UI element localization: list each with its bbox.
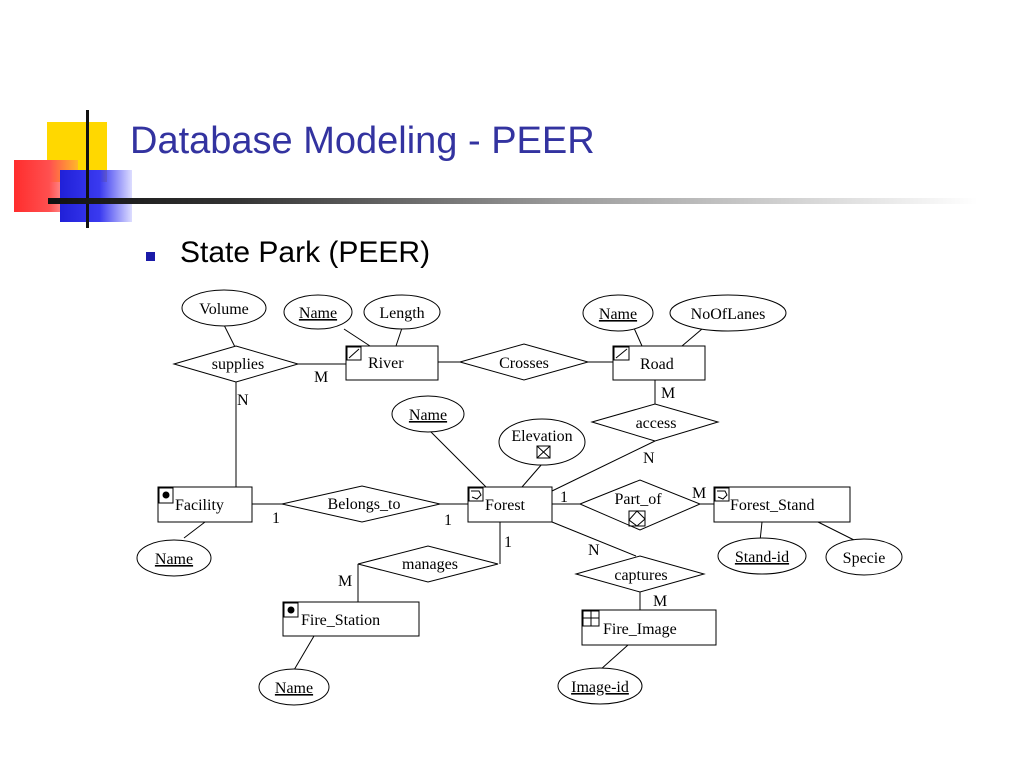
attribute-length-label: Length (379, 305, 424, 322)
attribute-no-of-lanes: NoOfLanes (669, 294, 787, 332)
attribute-elevation-label: Elevation (511, 428, 572, 445)
line-volume-supplies (223, 324, 237, 350)
polygon-icon (714, 487, 730, 502)
attribute-image-id-label: Image-id (571, 679, 629, 696)
line-access-forest (551, 440, 656, 492)
attribute-length: Length (363, 294, 441, 330)
entity-forest: Forest (467, 486, 553, 523)
raster-field-icon (536, 445, 551, 459)
attribute-volume-label: Volume (199, 301, 248, 318)
attribute-river-name-label: Name (299, 305, 337, 322)
attribute-stand-id: Stand-id (717, 537, 807, 575)
cardinality-supplies-facility: N (237, 392, 249, 409)
polygon-icon (468, 487, 484, 502)
cardinality-road-access: M (661, 385, 675, 402)
relationship-crosses: Crosses (458, 343, 590, 381)
cardinality-access-forest: N (643, 450, 655, 467)
entity-fire-image-label: Fire_Image (603, 621, 677, 638)
grid-icon (582, 610, 600, 627)
cardinality-captures-image: M (653, 593, 667, 610)
decor-blue-square (60, 170, 132, 222)
entity-forest-stand: Forest_Stand (713, 486, 851, 523)
entity-forest-stand-label: Forest_Stand (730, 497, 814, 514)
attribute-fire-station-name: Name (258, 668, 330, 706)
line-specie-stand (817, 521, 855, 541)
attribute-no-of-lanes-label: NoOfLanes (691, 306, 766, 323)
attribute-forest-name-label: Name (409, 407, 447, 424)
attribute-facility-name-label: Name (155, 551, 193, 568)
relationship-belongs-to-label: Belongs_to (328, 496, 401, 513)
bullet-text: State Park (PEER) (180, 236, 431, 269)
point-icon (158, 487, 174, 504)
entity-fire-station: Fire_Station (282, 601, 420, 637)
relationship-part-of: Part_of (578, 479, 702, 531)
line-elevation-forest (521, 463, 543, 488)
entity-fire-station-label: Fire_Station (301, 612, 380, 629)
entity-road-label: Road (640, 356, 674, 373)
entity-river: River (345, 345, 439, 381)
attribute-specie-label: Specie (843, 550, 886, 567)
attribute-image-id: Image-id (557, 667, 643, 705)
entity-facility: Facility (157, 486, 253, 523)
attribute-fire-station-name-label: Name (275, 680, 313, 697)
decor-title-underline (48, 198, 978, 204)
relationship-captures-label: captures (614, 567, 667, 584)
relationship-belongs-to: Belongs_to (281, 485, 441, 523)
line-forest-captures (551, 521, 637, 557)
relationship-manages: manages (357, 545, 499, 583)
attribute-road-name: Name (582, 294, 654, 332)
decor-vertical-line (86, 110, 89, 228)
relationship-captures: captures (574, 555, 706, 593)
attribute-facility-name: Name (136, 539, 212, 577)
relationship-manages-label: manages (402, 556, 458, 573)
connectors (183, 324, 855, 671)
slide-title: Database Modeling - PEER (130, 120, 595, 162)
cardinality-manages-station: M (338, 573, 352, 590)
attribute-volume: Volume (181, 289, 267, 327)
cardinality-forest-belongs: 1 (444, 512, 452, 529)
cardinality-forest-captures: N (588, 542, 600, 559)
line-icon (346, 346, 362, 361)
cardinality-part-of-stand: M (692, 485, 706, 502)
attribute-road-name-label: Name (599, 306, 637, 323)
line-forestname-forest (429, 430, 487, 488)
entity-road: Road (612, 345, 706, 381)
line-icon (613, 346, 630, 361)
entity-facility-label: Facility (175, 497, 224, 514)
partition-icon (628, 510, 646, 527)
cardinalities: M N M N 1 1 1 M 1 M N M (237, 369, 706, 610)
cardinality-supplies-river: M (314, 369, 328, 386)
entity-forest-label: Forest (485, 497, 526, 514)
point-icon (283, 602, 299, 618)
relationship-supplies: supplies (172, 345, 300, 383)
line-roadname-road (633, 327, 643, 347)
attribute-stand-id-label: Stand-id (735, 549, 789, 566)
line-stationname-station (293, 635, 315, 671)
cardinality-facility-belongs: 1 (272, 510, 280, 527)
line-rivername-river (343, 328, 371, 347)
attribute-river-name: Name (283, 294, 353, 330)
attribute-specie: Specie (825, 538, 903, 576)
line-facilityname-facility (183, 521, 206, 539)
line-imageid-fireimage (599, 644, 629, 671)
cardinality-forest-part-of: 1 (560, 489, 568, 506)
bullet-marker (146, 252, 155, 261)
attribute-forest-name: Name (391, 395, 465, 433)
entity-river-label: River (368, 355, 404, 372)
entity-fire-image: Fire_Image (581, 609, 717, 646)
attribute-elevation: Elevation (498, 418, 586, 466)
relationship-supplies-label: supplies (212, 356, 264, 373)
relationship-access-label: access (636, 415, 677, 432)
cardinality-forest-manages: 1 (504, 534, 512, 551)
relationship-part-of-label: Part_of (614, 491, 662, 508)
relationship-access: access (590, 403, 720, 442)
line-lanes-road (681, 328, 703, 347)
relationship-crosses-label: Crosses (499, 355, 549, 372)
line-length-river (395, 327, 403, 347)
